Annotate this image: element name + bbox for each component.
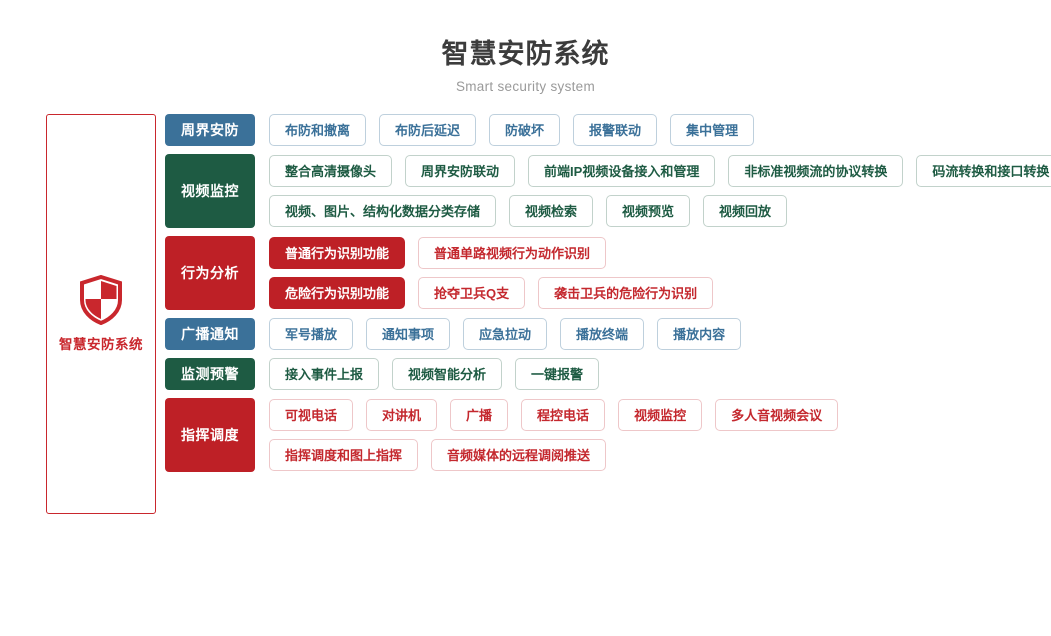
feature-chip[interactable]: 袭击卫兵的危险行为识别 [538, 276, 714, 309]
feature-chip[interactable]: 视频预览 [606, 194, 691, 227]
feature-chip[interactable]: 一键报警 [515, 357, 600, 390]
feature-chip[interactable]: 非标准视频流的协议转换 [728, 154, 904, 187]
category-row: 监测预警接入事件上报视频智能分析一键报警 [165, 357, 1051, 390]
feature-chip[interactable]: 布防和撤离 [269, 113, 367, 146]
feature-chip[interactable]: 码流转换和接口转换 [916, 154, 1051, 187]
category-row: 周界安防布防和撤离布防后延迟防破坏报警联动集中管理 [165, 113, 1051, 146]
category-row: 行为分析普通行为识别功能普通单路视频行为动作识别危险行为识别功能抢夺卫兵Q支袭击… [165, 235, 1051, 310]
feature-chip[interactable]: 普通单路视频行为动作识别 [418, 236, 607, 269]
feature-chip[interactable]: 视频智能分析 [392, 357, 503, 390]
architecture-board: 智慧安防系统 周界安防布防和撤离布防后延迟防破坏报警联动集中管理视频监控整合高清… [0, 113, 1051, 514]
feature-chip[interactable]: 视频检索 [509, 194, 594, 227]
feature-chip[interactable]: 报警联动 [573, 113, 658, 146]
chip-area: 军号播放通知事项应急拉动播放终端播放内容 [269, 317, 1051, 350]
page-header: 智慧安防系统 Smart security system [0, 0, 1051, 94]
page-title: 智慧安防系统 [441, 39, 610, 69]
feature-chip[interactable]: 对讲机 [366, 398, 438, 431]
feature-chip[interactable]: 可视电话 [269, 398, 354, 431]
feature-chip[interactable]: 视频回放 [703, 194, 788, 227]
chip-line: 危险行为识别功能抢夺卫兵Q支袭击卫兵的危险行为识别 [269, 276, 1051, 309]
chip-line: 可视电话对讲机广播程控电话视频监控多人音视频会议 [269, 398, 1051, 431]
chip-area: 普通行为识别功能普通单路视频行为动作识别危险行为识别功能抢夺卫兵Q支袭击卫兵的危… [269, 236, 1051, 310]
feature-chip[interactable]: 音频媒体的远程调阅推送 [431, 438, 607, 471]
feature-chip[interactable]: 播放内容 [657, 317, 742, 350]
chip-line: 接入事件上报视频智能分析一键报警 [269, 357, 1051, 390]
brand-label: 智慧安防系统 [59, 336, 143, 352]
feature-chip[interactable]: 应急拉动 [463, 317, 548, 350]
feature-chip[interactable]: 周界安防联动 [405, 154, 516, 187]
feature-chip[interactable]: 整合高清摄像头 [269, 154, 393, 187]
category-tile[interactable]: 视频监控 [165, 153, 255, 228]
feature-chip[interactable]: 程控电话 [521, 398, 606, 431]
brand-panel: 智慧安防系统 [46, 113, 156, 514]
feature-chip[interactable]: 军号播放 [269, 317, 354, 350]
feature-chip[interactable]: 播放终端 [560, 317, 645, 350]
category-tile[interactable]: 指挥调度 [165, 397, 255, 472]
chip-line: 指挥调度和图上指挥音频媒体的远程调阅推送 [269, 438, 1051, 471]
chip-line: 整合高清摄像头周界安防联动前端IP视频设备接入和管理非标准视频流的协议转换码流转… [269, 154, 1051, 187]
chip-line: 普通行为识别功能普通单路视频行为动作识别 [269, 236, 1051, 269]
category-tile[interactable]: 周界安防 [165, 113, 255, 146]
category-tile[interactable]: 行为分析 [165, 235, 255, 310]
feature-chip[interactable]: 危险行为识别功能 [269, 276, 406, 309]
feature-chip[interactable]: 视频监控 [618, 398, 703, 431]
feature-chip[interactable]: 布防后延迟 [379, 113, 477, 146]
feature-chip[interactable]: 通知事项 [366, 317, 451, 350]
shield-icon [79, 274, 123, 325]
chip-area: 可视电话对讲机广播程控电话视频监控多人音视频会议指挥调度和图上指挥音频媒体的远程… [269, 398, 1051, 472]
chip-area: 布防和撤离布防后延迟防破坏报警联动集中管理 [269, 113, 1051, 146]
feature-chip[interactable]: 抢夺卫兵Q支 [418, 276, 526, 309]
feature-chip[interactable]: 指挥调度和图上指挥 [269, 438, 419, 471]
chip-area: 整合高清摄像头周界安防联动前端IP视频设备接入和管理非标准视频流的协议转换码流转… [269, 154, 1051, 228]
chip-line: 视频、图片、结构化数据分类存储视频检索视频预览视频回放 [269, 194, 1051, 227]
category-rows: 周界安防布防和撤离布防后延迟防破坏报警联动集中管理视频监控整合高清摄像头周界安防… [165, 113, 1051, 472]
category-row: 广播通知军号播放通知事项应急拉动播放终端播放内容 [165, 317, 1051, 350]
category-tile[interactable]: 广播通知 [165, 317, 255, 350]
feature-chip[interactable]: 普通行为识别功能 [269, 236, 406, 269]
category-row: 指挥调度可视电话对讲机广播程控电话视频监控多人音视频会议指挥调度和图上指挥音频媒… [165, 397, 1051, 472]
chip-line: 布防和撤离布防后延迟防破坏报警联动集中管理 [269, 113, 1051, 146]
feature-chip[interactable]: 视频、图片、结构化数据分类存储 [269, 194, 497, 227]
category-row: 视频监控整合高清摄像头周界安防联动前端IP视频设备接入和管理非标准视频流的协议转… [165, 153, 1051, 228]
feature-chip[interactable]: 接入事件上报 [269, 357, 380, 390]
feature-chip[interactable]: 多人音视频会议 [715, 398, 839, 431]
feature-chip[interactable]: 集中管理 [670, 113, 755, 146]
page-subtitle: Smart security system [455, 78, 596, 94]
feature-chip[interactable]: 防破坏 [489, 113, 561, 146]
feature-chip[interactable]: 广播 [450, 398, 509, 431]
chip-area: 接入事件上报视频智能分析一键报警 [269, 357, 1051, 390]
chip-line: 军号播放通知事项应急拉动播放终端播放内容 [269, 317, 1051, 350]
feature-chip[interactable]: 前端IP视频设备接入和管理 [528, 154, 716, 187]
category-tile[interactable]: 监测预警 [165, 357, 255, 390]
